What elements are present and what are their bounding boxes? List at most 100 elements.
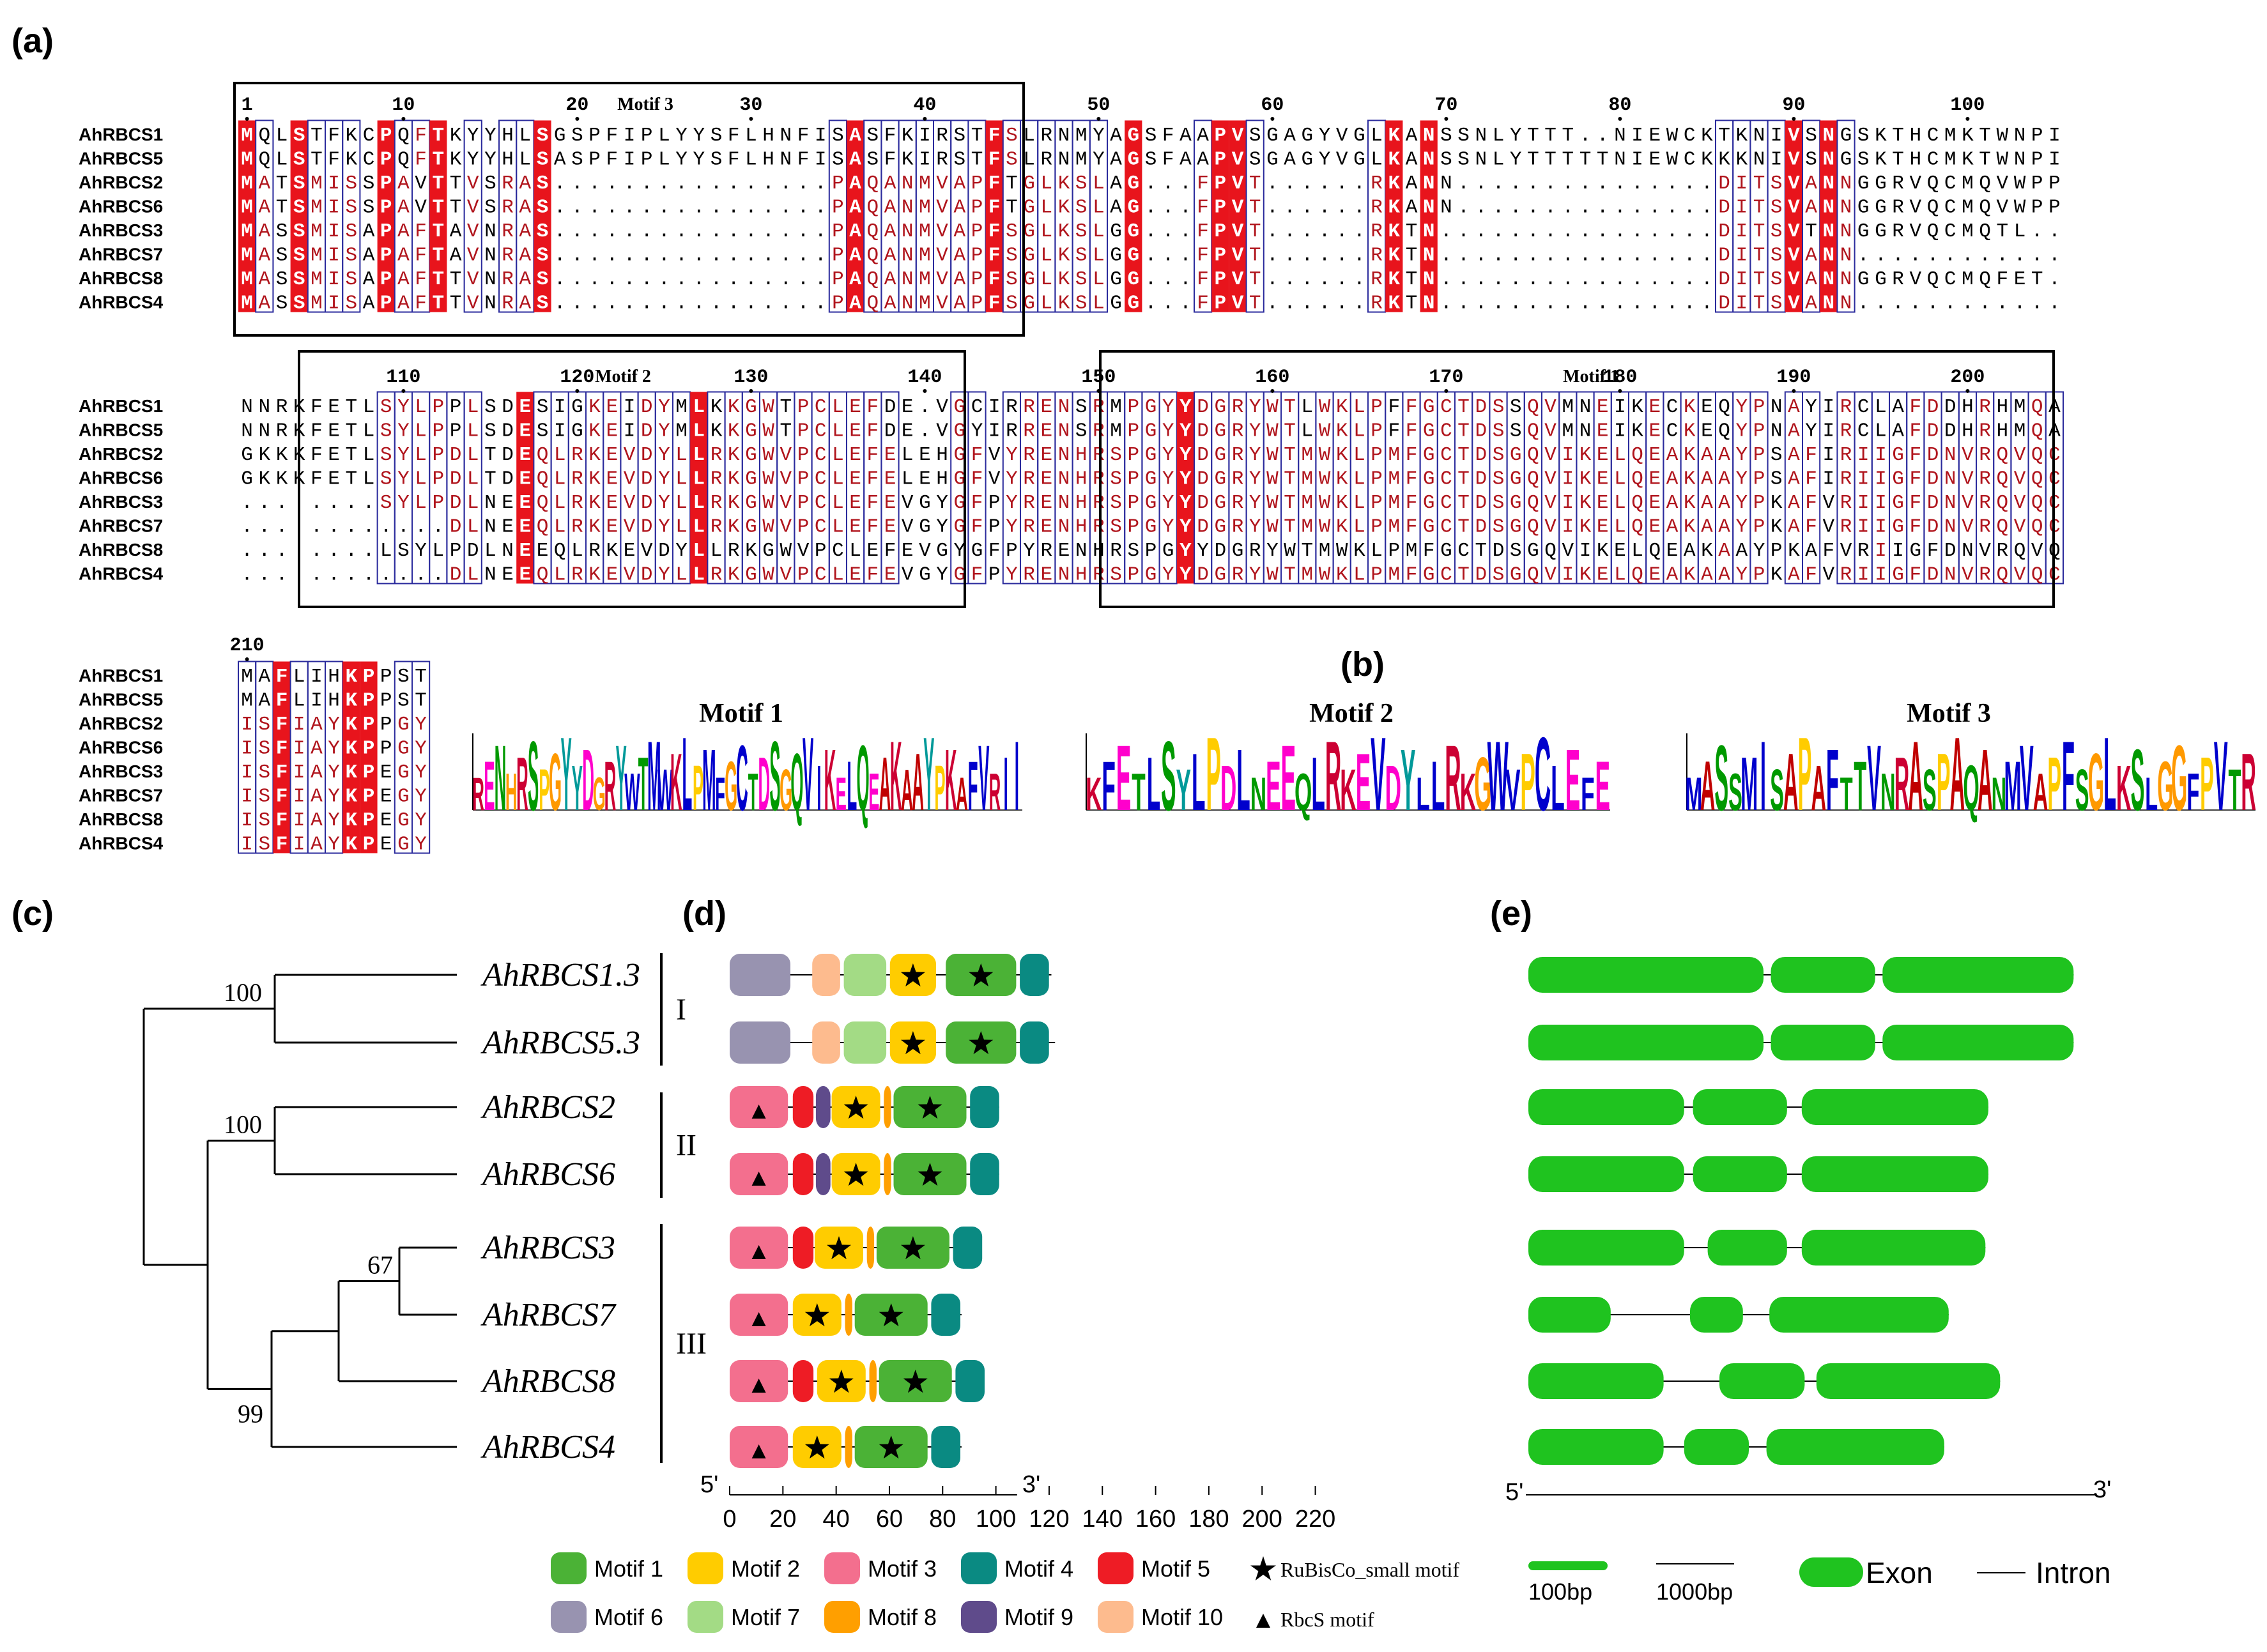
residue: I [1735,197,1748,219]
exon-box [1882,1025,2074,1060]
residue: S [537,149,549,171]
logo-letter: A [901,758,913,823]
residue: A [519,220,531,243]
residue: . [1527,293,1539,315]
residue: G [1892,492,1904,514]
residue: V [2014,492,2026,514]
residue: Y [1180,540,1192,562]
residue: F [415,245,427,267]
residue: . [1457,245,1470,267]
residue: P [1127,516,1139,539]
residue: G [953,564,965,586]
residue: . [1544,172,1556,195]
residue: K [1388,172,1400,195]
residue: P [797,444,810,466]
legend-triangle-label: RbcS motif [1280,1608,1374,1631]
exon-box [1528,1429,1664,1465]
rbcs-triangle [751,1312,766,1326]
logo-letter: G [2088,737,2104,828]
residue: D [1475,444,1487,466]
residue: S [345,245,357,267]
tick-dot [1444,389,1449,393]
residue: N [780,149,792,171]
residue: Q [537,444,549,466]
residue: N [1423,220,1435,243]
residue: . [1353,268,1365,291]
residue: N [1058,468,1070,491]
similar-column-frame [1245,119,1264,313]
residue: L [1631,540,1643,562]
residue: . [1614,220,1626,243]
residue: G [1423,468,1435,491]
residue: W [1319,420,1331,443]
similar-column-frame [463,119,482,313]
residue: P [1127,492,1139,514]
logo-letter: G [2157,747,2173,825]
residue: M [1962,172,1974,195]
residue: D [1927,468,1939,491]
tick-dot [1792,389,1796,393]
residue: I [1892,540,1904,562]
residue: E [519,492,531,514]
similar-column-frame [342,119,361,313]
motif-box-m10 [812,954,840,996]
residue: H [328,690,340,712]
residue: L [467,492,479,514]
logo-letter: A [879,742,891,827]
residue: Q [537,492,549,514]
tick-dot [1270,389,1275,393]
logo-letter: M [647,722,661,832]
residue: . [606,245,618,267]
residue: T [1979,125,1991,147]
residue: V [1232,293,1244,315]
residue: . [1701,245,1713,267]
logo-letter: Y [923,715,934,832]
residue: P [363,761,375,784]
legend-label: Motif 9 [1004,1604,1073,1630]
residue: N [1822,293,1834,315]
residue: Y [1180,420,1192,443]
residue: F [1909,444,1921,466]
residue: . [1475,197,1487,219]
residue: G [554,125,566,147]
residue: . [1336,197,1348,219]
residue: A [849,125,861,147]
identical-column [847,120,865,312]
residue: A [397,245,410,267]
residue: . [1579,268,1592,291]
residue: D [1197,564,1209,586]
residue: A [1406,197,1418,219]
residue: R [1892,220,1904,243]
residue: . [1301,245,1313,267]
exon-box [1882,957,2074,993]
residue: . [1579,293,1592,315]
logo-letter: P [2047,742,2061,827]
residue: . [1162,268,1174,291]
residue: K [588,444,601,466]
residue: . [919,420,931,443]
residue: Y [397,420,410,443]
residue: . [675,268,688,291]
residue: . [1562,197,1574,219]
residue: . [1319,268,1331,291]
residue: M [241,268,253,291]
residue: K [276,468,288,491]
residue: I [293,738,305,760]
similar-column-frame [255,119,274,313]
residue: V [467,220,479,243]
logo-letter: A [912,737,924,828]
residue: Q [554,540,566,562]
residue: H [1075,516,1087,539]
residue: E [502,564,514,586]
residue: A [450,220,462,243]
residue: K [1771,564,1783,586]
residue: K [1684,444,1696,466]
logo-letter: D [1385,752,1401,823]
residue: G [745,444,757,466]
residue: A [953,293,965,315]
residue: K [276,444,288,466]
residue: D [884,420,896,443]
residue: H [1996,420,2008,443]
residue: M [1944,149,1956,171]
residue: S [1075,245,1087,267]
